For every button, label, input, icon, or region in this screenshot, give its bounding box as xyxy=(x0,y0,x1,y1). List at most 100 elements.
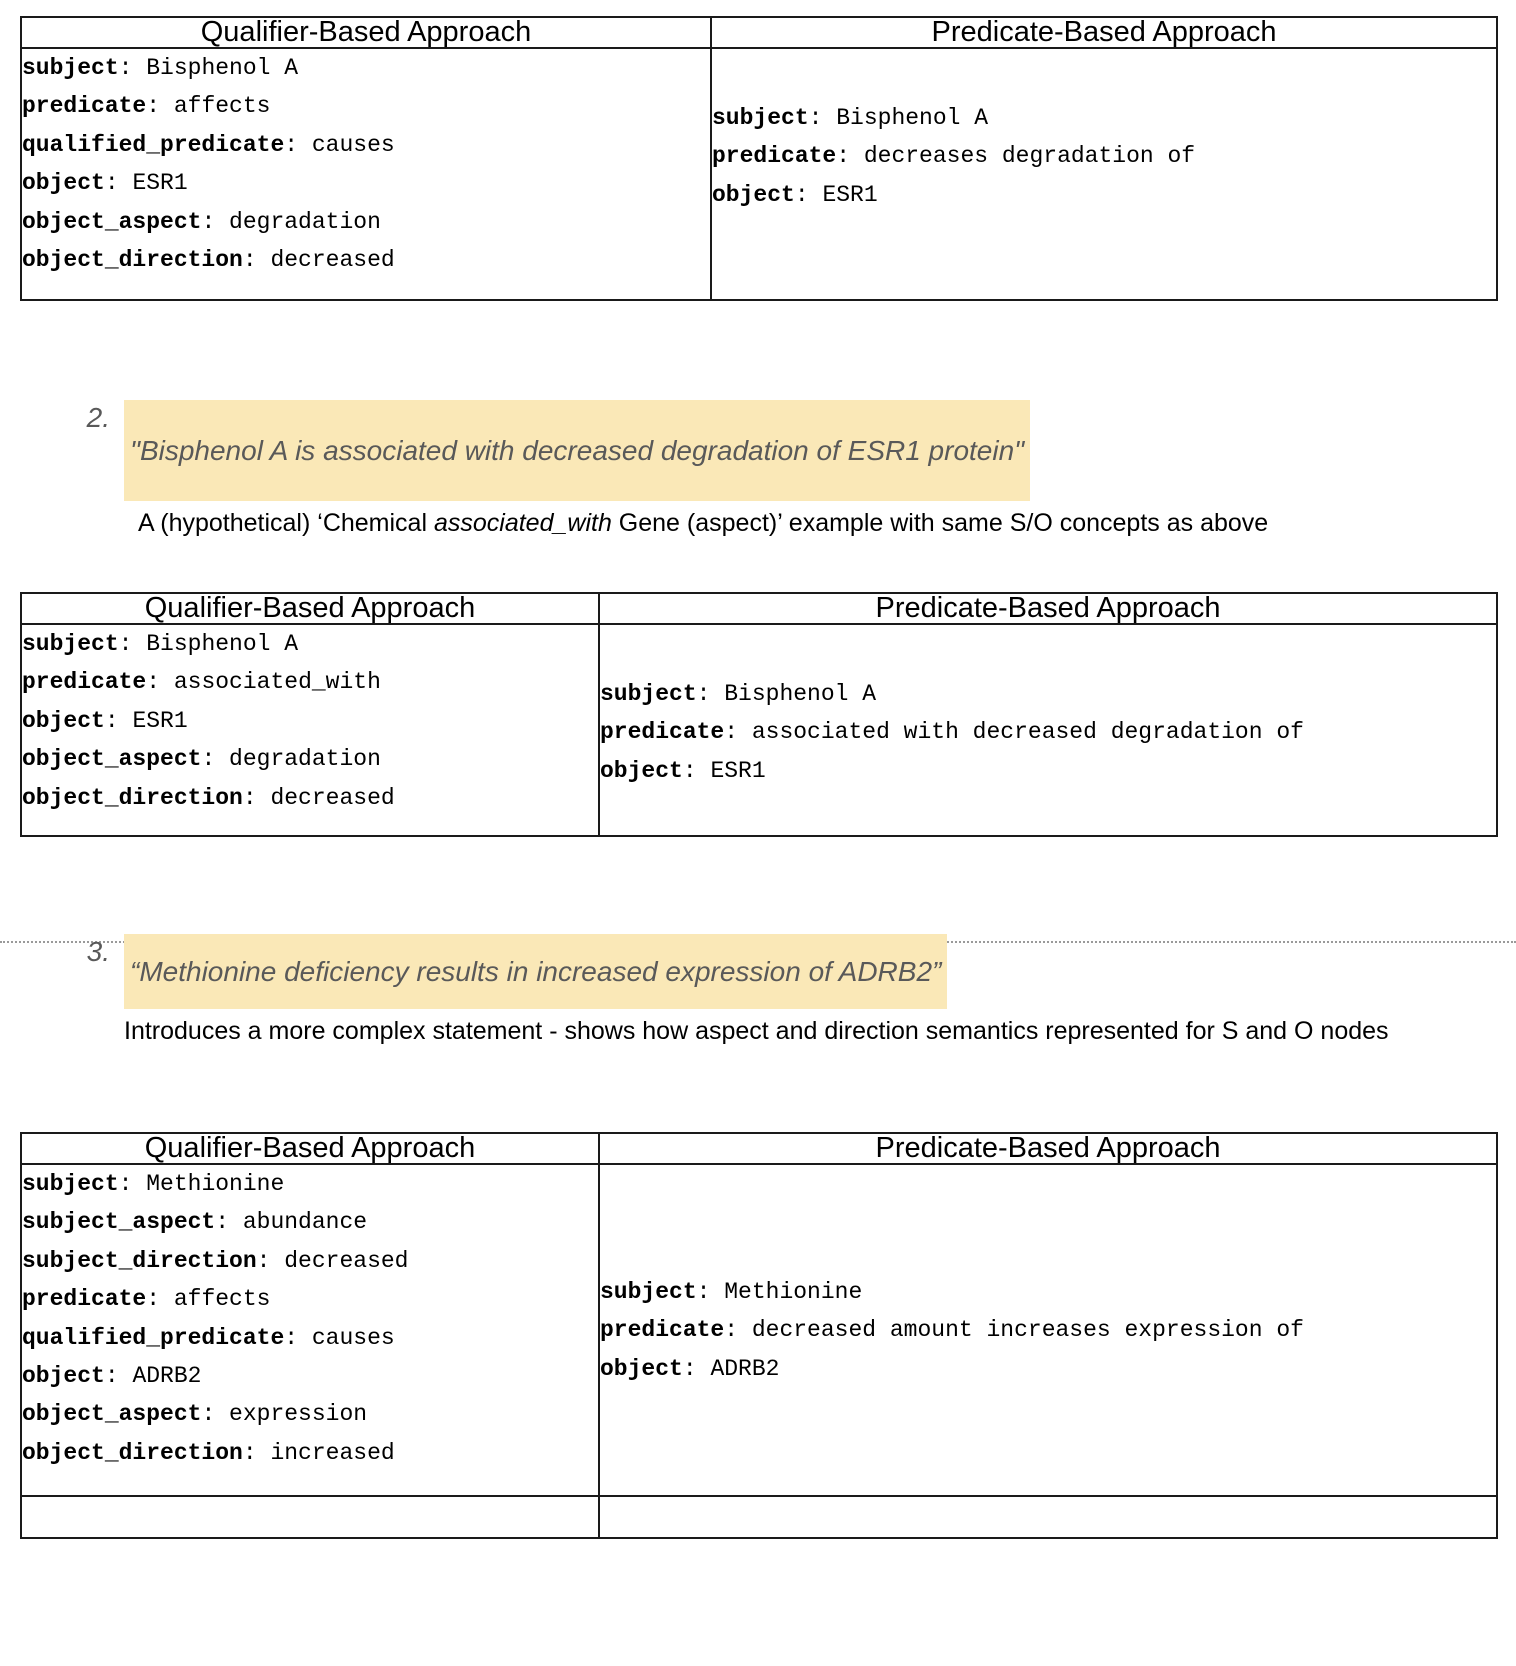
kv-row: predicate: affects xyxy=(22,1280,598,1318)
kv-row: object_aspect: degradation xyxy=(22,740,598,778)
kv-row: qualified_predicate: causes xyxy=(22,126,710,164)
kv-sep: : xyxy=(215,1209,243,1236)
kv-key: object xyxy=(22,170,105,197)
kv-sep: : xyxy=(682,1355,711,1382)
kv-value: causes xyxy=(311,131,395,158)
kv-key: object_direction xyxy=(22,247,243,274)
kv-key: object_direction xyxy=(22,1439,243,1466)
kv-value: decreased xyxy=(284,1247,409,1274)
kv-row: object: ESR1 xyxy=(22,702,598,740)
kv-row: object_aspect: degradation xyxy=(22,203,710,241)
predicate-cell-3: subject: Methionine predicate: decreased… xyxy=(598,1163,1498,1497)
kv-row: subject: Bisphenol A xyxy=(22,625,598,663)
item-2-description-prefix: A (hypothetical) ‘Chemical xyxy=(138,509,434,537)
kv-sep: : xyxy=(118,1171,147,1197)
kv-key: object xyxy=(22,1363,105,1390)
kv-value: affects xyxy=(173,1286,271,1313)
kv-key: subject_direction xyxy=(22,1247,257,1274)
kv-row: object: ADRB2 xyxy=(22,1357,598,1395)
kv-row: predicate: decreased amount increases ex… xyxy=(600,1311,1496,1349)
kv-sep: : xyxy=(104,1363,133,1390)
table-header-row: Qualifier-Based Approach Predicate-Based… xyxy=(20,592,1498,625)
kv-row: subject_direction: decreased xyxy=(22,1242,598,1280)
item-3-description: Introduces a more complex statement - sh… xyxy=(124,1017,1389,1045)
kv-key: qualified_predicate xyxy=(22,1324,285,1351)
kv-sep: : xyxy=(794,181,823,208)
kv-row: object_direction: increased xyxy=(22,1434,598,1472)
item-3-quote: “Methionine deficiency results in increa… xyxy=(124,934,948,1009)
footer-cell-left xyxy=(20,1495,600,1539)
kv-value: expression xyxy=(229,1401,368,1428)
kv-key: predicate xyxy=(22,1286,147,1313)
kv-value: degradation xyxy=(229,746,381,773)
kv-sep: : xyxy=(201,746,230,773)
kv-sep: : xyxy=(242,1439,271,1466)
kv-row: subject: Bisphenol A xyxy=(22,49,710,87)
kv-row: qualified_predicate: causes xyxy=(22,1319,598,1357)
kv-sep: : xyxy=(201,208,230,235)
qualifier-cell-3: subject: Methionine subject_aspect: abun… xyxy=(20,1163,600,1497)
comparison-table-1: Qualifier-Based Approach Predicate-Based… xyxy=(20,16,1498,301)
column-header-predicate: Predicate-Based Approach xyxy=(710,16,1498,49)
kv-row: object: ESR1 xyxy=(22,164,710,202)
kv-key: object_aspect xyxy=(22,208,202,235)
kv-sep: : xyxy=(146,1286,174,1313)
kv-value: decreased amount increases expression of xyxy=(751,1317,1304,1344)
table-body-row: subject: Bisphenol A predicate: affects … xyxy=(20,47,1498,301)
kv-row: predicate: associated_with xyxy=(22,663,598,701)
kv-value: ESR1 xyxy=(710,757,766,784)
qualifier-cell-2: subject: Bisphenol A predicate: associat… xyxy=(20,623,600,837)
table-header-row: Qualifier-Based Approach Predicate-Based… xyxy=(20,16,1498,49)
kv-row: object: ADRB2 xyxy=(600,1350,1496,1388)
table-body-row: subject: Methionine subject_aspect: abun… xyxy=(20,1163,1498,1497)
kv-sep: : xyxy=(808,105,837,131)
column-header-qualifier: Qualifier-Based Approach xyxy=(20,592,600,625)
kv-value: ESR1 xyxy=(132,707,188,734)
kv-value: Bisphenol A xyxy=(836,105,989,131)
kv-key: object xyxy=(600,757,683,784)
item-2-number: 2. xyxy=(86,402,110,433)
kv-value: ESR1 xyxy=(822,181,878,208)
predicate-cell-1: subject: Bisphenol A predicate: decrease… xyxy=(710,47,1498,301)
kv-row: subject: Methionine xyxy=(22,1165,598,1203)
column-header-predicate: Predicate-Based Approach xyxy=(598,592,1498,625)
kv-sep: : xyxy=(104,170,133,197)
kv-sep: : xyxy=(724,1317,752,1344)
kv-key: object_aspect xyxy=(22,1401,202,1428)
kv-row: object_aspect: expression xyxy=(22,1395,598,1433)
kv-row: object: ESR1 xyxy=(600,752,1496,790)
kv-key: subject xyxy=(22,1171,119,1197)
kv-row: predicate: associated with decreased deg… xyxy=(600,713,1496,751)
kv-sep: : xyxy=(146,93,174,120)
kv-sep: : xyxy=(284,131,312,158)
item-2-description-suffix: Gene (aspect)’ example with same S/O con… xyxy=(611,509,1269,537)
item-3-number: 3. xyxy=(86,936,110,967)
kv-sep: : xyxy=(118,55,147,81)
kv-row: subject: Methionine xyxy=(600,1273,1496,1311)
kv-value: ADRB2 xyxy=(132,1363,202,1390)
kv-sep: : xyxy=(682,757,711,784)
column-header-qualifier: Qualifier-Based Approach xyxy=(20,16,712,49)
kv-sep: : xyxy=(256,1247,285,1274)
item-2-quote-row: 2. "Bisphenol A is associated with decre… xyxy=(78,400,1508,501)
item-3-quote-row: 3. “Methionine deficiency results in inc… xyxy=(78,934,1508,1009)
kv-value: decreased xyxy=(270,784,395,811)
kv-row: object_direction: decreased xyxy=(22,241,710,279)
kv-row: subject_aspect: abundance xyxy=(22,1203,598,1241)
kv-value: Methionine xyxy=(724,1279,863,1305)
kv-value: decreased xyxy=(270,247,395,274)
kv-sep: : xyxy=(696,681,725,707)
kv-row: predicate: affects xyxy=(22,87,710,125)
kv-key: subject xyxy=(712,105,809,131)
kv-key: predicate xyxy=(22,669,147,696)
kv-key: subject xyxy=(600,681,697,707)
table-header-row: Qualifier-Based Approach Predicate-Based… xyxy=(20,1132,1498,1165)
kv-value: ESR1 xyxy=(132,170,188,197)
table-footer-row xyxy=(20,1495,1498,1539)
footer-cell-right xyxy=(598,1495,1498,1539)
kv-key: predicate xyxy=(600,719,725,746)
kv-sep: : xyxy=(104,707,133,734)
item-2-description-emphasis: associated_with xyxy=(433,509,612,537)
kv-key: object xyxy=(712,181,795,208)
